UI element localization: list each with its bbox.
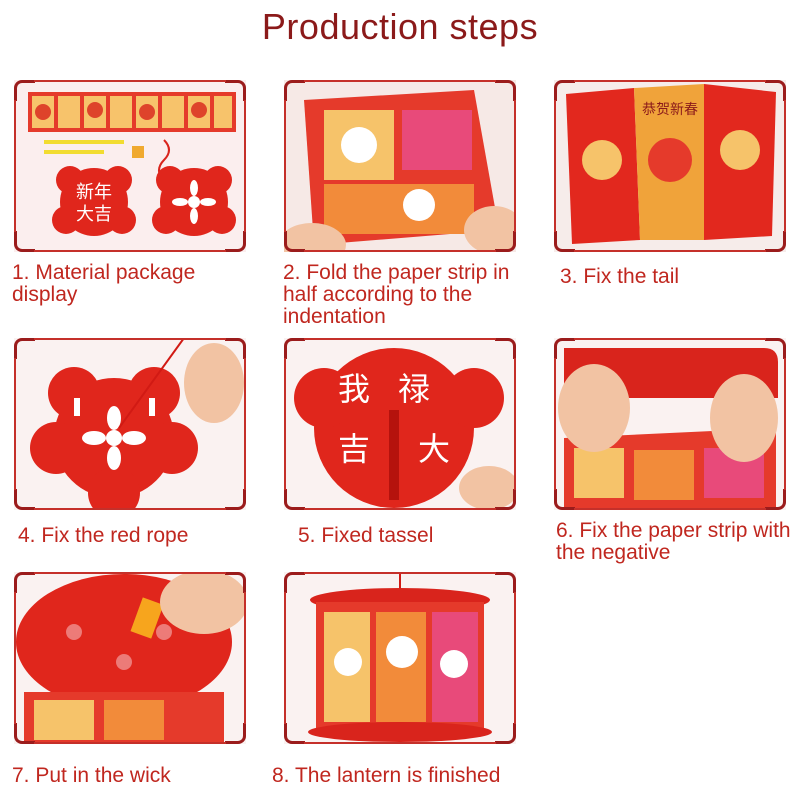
finished-lantern-image — [284, 572, 516, 744]
felt-text-blessing: 恭贺新春 — [642, 102, 698, 118]
felt-char-2: 禄 — [398, 370, 430, 408]
step-1-photo: 新年 大吉 — [14, 80, 246, 252]
step-7-photo — [14, 572, 246, 744]
step-4-photo — [14, 338, 246, 510]
fixed-tassel-image: 我 禄 吉 大 — [284, 338, 516, 510]
step-2-photo — [284, 80, 516, 252]
step-5-photo: 我 禄 吉 大 — [284, 338, 516, 510]
fix-rope-image — [14, 338, 246, 510]
step-8-photo — [284, 572, 516, 744]
step-7-caption: 7. Put in the wick — [12, 764, 171, 787]
put-in-wick-image — [14, 572, 246, 744]
felt-text-bottom: 大吉 — [76, 204, 112, 225]
step-5-caption: 5. Fixed tassel — [298, 524, 434, 547]
step-6-caption: 6. Fix the paper strip with the negative — [556, 519, 791, 564]
step-6-photo — [554, 338, 786, 510]
material-package-image: 新年 大吉 — [14, 80, 246, 252]
felt-char-1: 我 — [338, 370, 370, 408]
felt-text-top: 新年 — [76, 182, 112, 203]
fold-strip-image — [284, 80, 516, 252]
page-title: Production steps — [261, 6, 539, 47]
step-8-caption: 8. The lantern is finished — [272, 764, 501, 787]
step-1-caption: 1. Material package display — [12, 261, 196, 306]
step-2-caption: 2. Fold the paper strip in half accordin… — [283, 261, 510, 328]
felt-char-3: 吉 — [338, 430, 370, 468]
felt-char-4: 大 — [418, 430, 450, 468]
step-3-caption: 3. Fix the tail — [560, 265, 680, 288]
fix-tail-image: 恭贺新春 — [554, 80, 786, 252]
step-3-photo: 恭贺新春 — [554, 80, 786, 252]
fix-strip-negative-image — [554, 338, 786, 510]
step-4-caption: 4. Fix the red rope — [18, 524, 189, 547]
